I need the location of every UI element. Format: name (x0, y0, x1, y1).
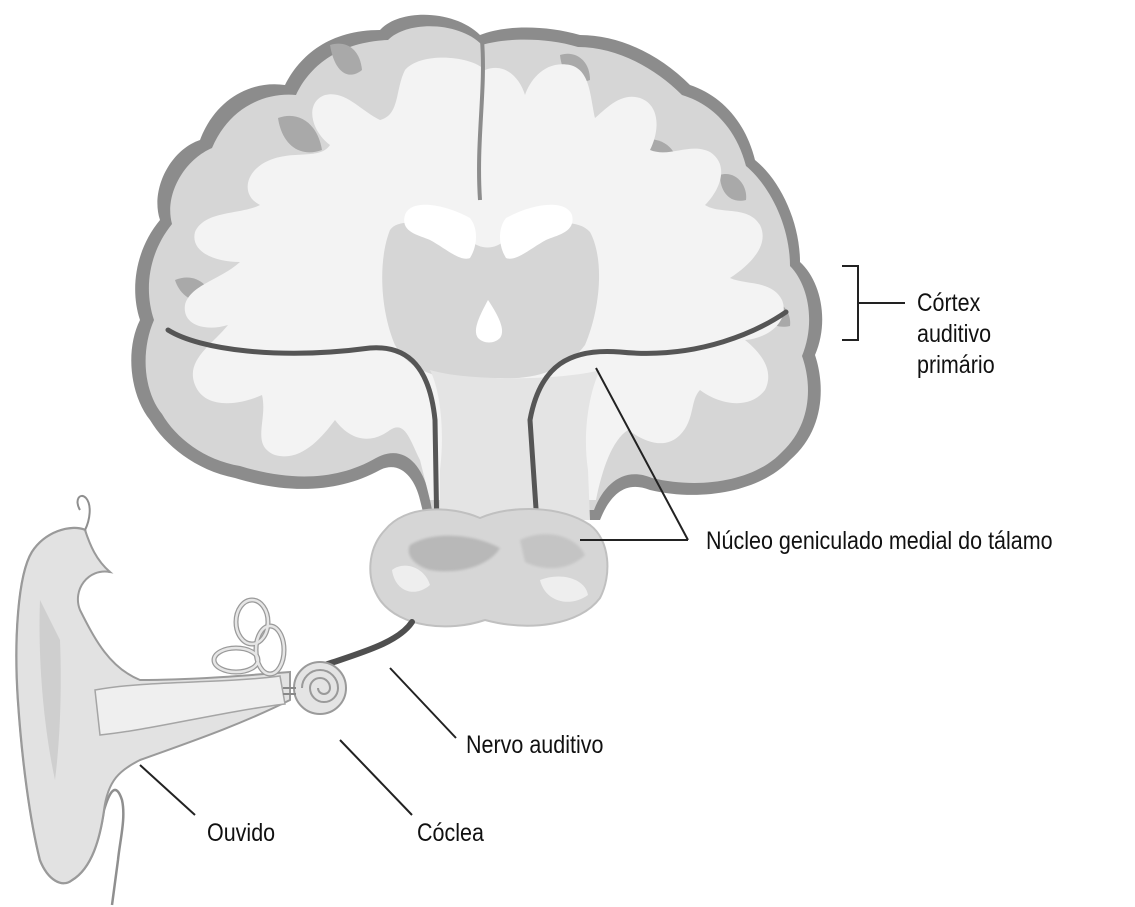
semicircular-canals (214, 600, 284, 674)
cortex-label-line-2: auditivo (917, 319, 995, 350)
cortex-label-line-1: Córtex (917, 288, 995, 319)
coclea-leader (340, 740, 412, 815)
brain-coronal-section (131, 15, 822, 538)
ouvido-leader (140, 765, 195, 815)
cortex-label: Córtex auditivo primário (917, 288, 995, 381)
ouvido-label: Ouvido (207, 818, 275, 849)
nervo-leader (390, 668, 456, 738)
nucleo-label: Núcleo geniculado medial do tálamo (706, 526, 1053, 557)
ear (17, 496, 346, 905)
brainstem (430, 370, 600, 520)
medial-geniculate-nucleus (370, 509, 607, 626)
nervo-label: Nervo auditivo (466, 730, 603, 761)
cortex-bracket (842, 266, 905, 340)
cortex-label-line-3: primário (917, 350, 995, 381)
coclea-label: Cóclea (417, 818, 484, 849)
cochlea (283, 662, 346, 714)
